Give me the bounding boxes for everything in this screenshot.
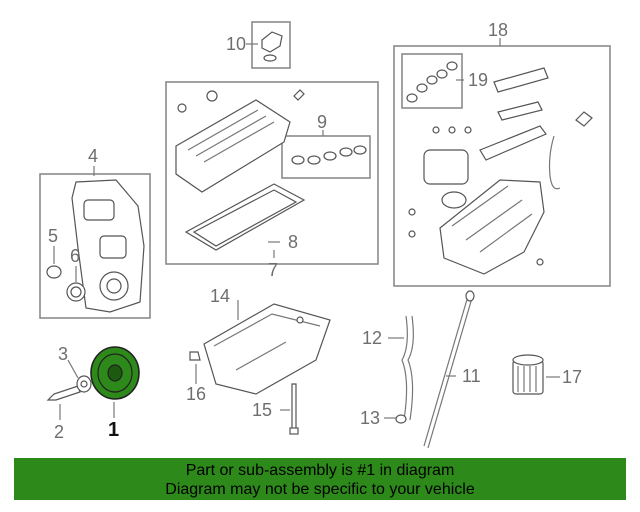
callout-9: 9 [317,112,327,132]
timing-cover-box [39,173,151,319]
intake-manifold[interactable] [408,67,593,275]
callout-2: 2 [54,422,64,442]
oil-drain-plug[interactable] [189,351,201,361]
callout-12: 12 [362,328,382,348]
callout-7: 7 [268,260,278,280]
callout-11: 11 [462,366,481,386]
oil-pan[interactable] [203,303,331,395]
spark-tube-seals[interactable] [291,145,367,165]
callout-4: 4 [88,146,98,166]
oil-pan-bolt[interactable] [289,383,299,435]
callout-15: 15 [252,400,272,420]
callout-17: 17 [562,367,582,387]
oil-cap-box [251,21,291,69]
oil-filter[interactable] [512,354,544,395]
oil-dipstick[interactable] [423,290,475,449]
injector-seal-box [401,53,463,109]
dipstick-tube-seal[interactable] [395,414,407,424]
callout-5: 5 [48,226,58,246]
valve-cover-gasket[interactable] [184,183,306,251]
intake-manifold-box [393,45,611,287]
callout-16: 16 [186,384,206,404]
callout-8: 8 [288,232,298,252]
callout-10: 10 [226,34,246,54]
banner-line-1: Part or sub-assembly is #1 in diagram [185,462,455,479]
callout-13: 13 [360,408,380,428]
valve-cover[interactable] [175,89,305,193]
oil-filler-cap[interactable] [261,31,283,62]
callout-6: 6 [70,246,80,266]
callout-19: 19 [468,70,488,90]
callout-14: 14 [210,286,230,306]
callout-1: 1 [108,419,119,441]
callout-3: 3 [58,344,68,364]
injector-seals[interactable] [406,61,458,103]
callout-18: 18 [488,20,508,40]
timing-cover[interactable] [71,179,145,313]
crankshaft-pulley[interactable] [90,346,140,400]
valve-cover-box [165,81,379,265]
gasket-set-box [281,135,371,179]
pulley-washer[interactable] [76,375,92,393]
timing-cover-plug[interactable] [46,265,62,279]
pulley-bolt[interactable] [46,385,81,401]
dipstick-tube[interactable] [401,315,414,421]
banner-line-2: Diagram may not be specific to your vehi… [165,481,475,498]
info-banner: Part or sub-assembly is #1 in diagram Di… [14,458,626,500]
front-crank-seal[interactable] [66,282,86,302]
leader-lines [53,38,560,420]
